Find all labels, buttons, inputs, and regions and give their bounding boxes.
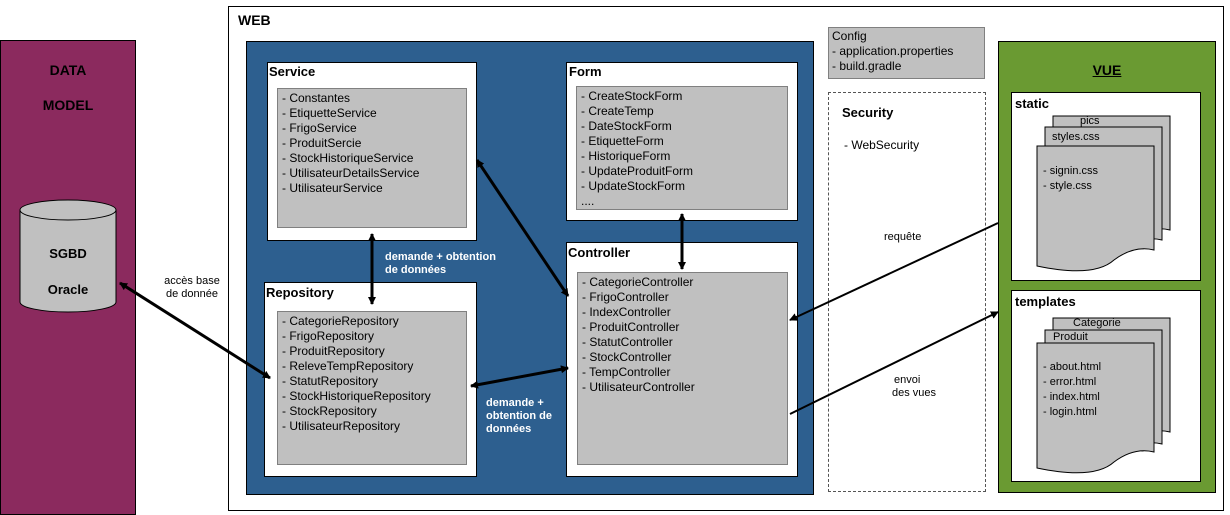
data-model-title-line2: MODEL xyxy=(42,97,94,113)
form-title: Form xyxy=(569,64,602,79)
db-label-sgbd: SGBD xyxy=(49,246,87,261)
config-title: Config xyxy=(832,29,867,43)
list-item: - index.html xyxy=(1043,391,1100,403)
list-item: - login.html xyxy=(1043,406,1097,418)
list-item: - FrigoRepository xyxy=(282,329,375,343)
templates-items: - about.html - error.html - index.html -… xyxy=(1043,360,1101,420)
vue-title: VUE xyxy=(1092,62,1122,78)
list-item: - UtilisateurDetailsService xyxy=(282,166,420,180)
service-list: - Constantes - EtiquetteService - FrigoS… xyxy=(277,88,467,228)
config-box: Config - application.properties - build.… xyxy=(828,27,985,79)
list-item: - ProduitRepository xyxy=(282,344,385,358)
list-item: - CategorieRepository xyxy=(282,314,399,328)
form-list: - CreateStockForm - CreateTemp - DateSto… xyxy=(576,86,788,210)
list-item: - signin.css xyxy=(1043,165,1099,177)
list-item: - StockHistoriqueService xyxy=(282,151,414,165)
list-item: - TempController xyxy=(582,365,671,379)
list-item: - UtilisateurRepository xyxy=(282,419,401,433)
static-tab-pics: pics xyxy=(1080,115,1100,127)
data-model-title-line1: DATA xyxy=(49,62,87,78)
templates-tab-categorie: Categorie xyxy=(1073,317,1121,329)
static-tab-styles: styles.css xyxy=(1052,131,1100,143)
list-item: - UpdateProduitForm xyxy=(581,164,694,178)
list-item: .... xyxy=(581,194,595,208)
list-item: - CreateStockForm xyxy=(581,89,683,103)
list-item: - application.properties xyxy=(832,44,954,58)
repository-list: - CategorieRepository - FrigoRepository … xyxy=(277,311,467,465)
list-item: - StatutController xyxy=(582,335,673,349)
list-item: - Constantes xyxy=(282,91,351,105)
controller-items: - CategorieController - FrigoController … xyxy=(582,275,787,395)
static-title: static xyxy=(1015,96,1049,111)
list-item: - ReleveTempRepository xyxy=(282,359,414,373)
list-item: - UtilisateurController xyxy=(582,380,695,394)
list-item: - StockHistoriqueRepository xyxy=(282,389,431,403)
repository-title: Repository xyxy=(266,285,334,300)
list-item: - StockController xyxy=(582,350,672,364)
list-item: - StockRepository xyxy=(282,404,377,418)
db-label-oracle: Oracle xyxy=(47,282,89,297)
templates-title: templates xyxy=(1015,294,1076,309)
list-item: - FrigoController xyxy=(582,290,669,304)
list-item: - IndexController xyxy=(582,305,671,319)
security-item: - WebSecurity xyxy=(844,138,920,152)
controller-title: Controller xyxy=(568,245,631,260)
list-item: - FrigoService xyxy=(282,121,357,135)
static-box xyxy=(1011,92,1201,281)
templates-tab-produit: Produit xyxy=(1053,331,1088,343)
list-item: - error.html xyxy=(1043,376,1097,388)
list-item: - style.css xyxy=(1043,180,1092,192)
list-item: - UpdateStockForm xyxy=(581,179,686,193)
security-title: Security xyxy=(842,105,894,120)
web-title: WEB xyxy=(238,12,271,28)
requete-label: requête xyxy=(884,231,922,243)
controller-list: - CategorieController - FrigoController … xyxy=(577,272,788,465)
list-item: - ProduitSercie xyxy=(282,136,362,150)
service-title: Service xyxy=(269,64,316,79)
list-item: - StatutRepository xyxy=(282,374,379,388)
list-item: - about.html xyxy=(1043,361,1102,373)
list-item: - CreateTemp xyxy=(581,104,654,118)
list-item: - build.gradle xyxy=(832,59,902,73)
list-item: - ProduitController xyxy=(582,320,680,334)
list-item: - EtiquetteService xyxy=(282,106,377,120)
form-items: - CreateStockForm - CreateTemp - DateSto… xyxy=(581,89,787,209)
service-items: - Constantes - EtiquetteService - FrigoS… xyxy=(282,91,466,196)
list-item: - EtiquetteForm xyxy=(581,134,664,148)
list-item: - HistoriqueForm xyxy=(581,149,671,163)
list-item: - DateStockForm xyxy=(581,119,672,133)
security-box xyxy=(828,92,986,492)
list-item: - UtilisateurService xyxy=(282,181,383,195)
static-items: - signin.css - style.css xyxy=(1043,164,1098,194)
repository-items: - CategorieRepository - FrigoRepository … xyxy=(282,314,466,434)
list-item: - CategorieController xyxy=(582,275,694,289)
